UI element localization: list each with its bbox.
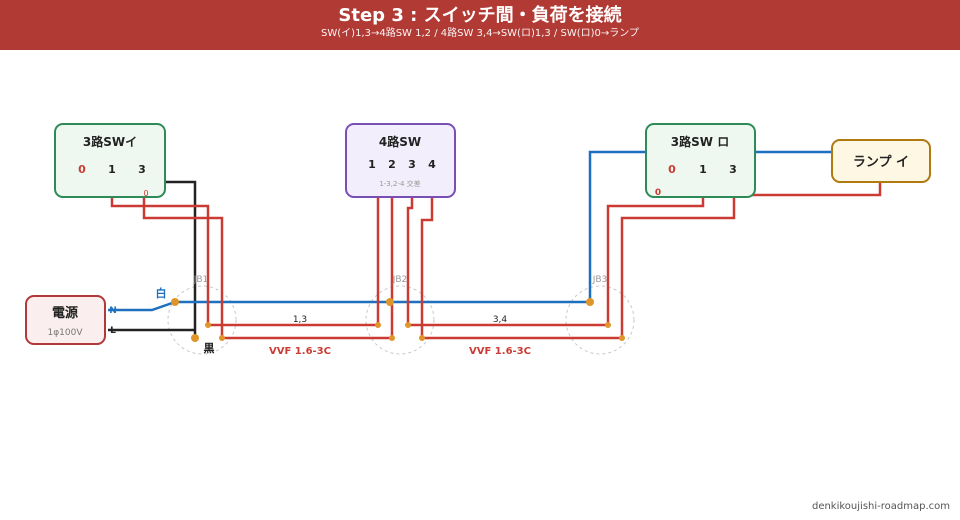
red-wire-sw-ro-3 — [620, 180, 736, 338]
switch-4way-terminal-4: 4 — [428, 158, 436, 171]
white-wire-label: 白 — [156, 286, 167, 300]
switch-4way-box — [345, 123, 456, 198]
node — [219, 335, 225, 341]
power-source: 電源 1φ100V N L — [25, 295, 117, 345]
switch-4way-terminal-3: 3 — [408, 158, 416, 171]
junction-box-outlines — [167, 285, 635, 355]
switch-i-terminal-0: 0 — [78, 163, 86, 176]
pair-34-label: 3,4 — [493, 315, 508, 325]
power-n-label: N — [109, 306, 117, 316]
title-banner: Step 3 : スイッチ間・負荷を接続 SW(イ)1,3→4路SW 1,2 /… — [0, 0, 960, 50]
node — [191, 334, 199, 342]
red-wire-4way-4 — [420, 175, 434, 338]
node — [386, 298, 394, 306]
jb3-label: JB3 — [592, 275, 608, 285]
node — [375, 322, 381, 328]
jb2-outline — [365, 285, 435, 355]
switch-ro-wire-label: 0 — [655, 188, 661, 198]
switch-4way-terminal-2: 2 — [388, 158, 396, 171]
switch-ro-terminal-1: 1 — [699, 163, 707, 176]
power-label: 電源 — [52, 305, 78, 321]
pair-13-label: 1,3 — [293, 315, 307, 325]
power-box — [25, 295, 106, 345]
red-wires — [110, 175, 882, 340]
node — [389, 335, 395, 341]
lamp: ランプ イ — [831, 139, 931, 183]
jb2-label: JB2 — [392, 275, 408, 285]
lamp-label: ランプ イ — [853, 155, 909, 170]
jb1-label: JB1 — [193, 275, 209, 285]
cable-label-2: VVF 1.6-3C — [469, 346, 531, 357]
node — [586, 298, 594, 306]
node — [605, 322, 611, 328]
switch-i-wire-label: 0 — [143, 189, 148, 198]
switch-ro-box — [645, 123, 756, 198]
switch-i-title: 3路SWイ — [83, 134, 137, 149]
node — [405, 322, 411, 328]
jb3-outline — [565, 285, 635, 355]
page-subtitle: SW(イ)1,3→4路SW 1,2 / 4路SW 3,4→SW(ロ)1,3 / … — [321, 28, 639, 39]
connection-nodes — [171, 298, 625, 342]
switch-i: 3路SWイ 0 1 3 0 — [54, 123, 166, 198]
switch-ro: 3路SW ロ 0 1 3 0 — [645, 123, 756, 198]
switch-i-terminal-3: 3 — [138, 163, 146, 176]
node — [619, 335, 625, 341]
switch-ro-title: 3路SW ロ — [671, 134, 729, 149]
diagram-labels: JB1 JB2 JB3 白 黒 1,3 3,4 VVF 1.6-3C VVF 1… — [156, 275, 608, 357]
page-title: Step 3 : スイッチ間・負荷を接続 — [338, 5, 622, 26]
switch-i-box — [54, 123, 166, 198]
lamp-box — [831, 139, 931, 183]
site-watermark: denkikoujishi-roadmap.com — [811, 501, 950, 512]
black-wire-label: 黒 — [204, 342, 215, 355]
switch-4way-terminal-1: 1 — [368, 158, 376, 171]
switch-4way: 4路SW 1 2 3 4 1-3,2-4 交差 — [345, 123, 456, 198]
jb1-outline — [167, 285, 237, 355]
switch-ro-terminal-0: 0 — [668, 163, 676, 176]
blue-wire-power-n — [108, 300, 176, 312]
node — [205, 322, 211, 328]
power-l-label: L — [110, 326, 116, 336]
red-wire-sw-i-3 — [142, 180, 224, 338]
node — [171, 298, 179, 306]
switch-4way-title: 4路SW — [379, 134, 421, 149]
switch-i-terminal-1: 1 — [108, 163, 116, 176]
switch-ro-terminal-3: 3 — [729, 163, 737, 176]
power-spec: 1φ100V — [48, 328, 84, 338]
switch-4way-note: 1-3,2-4 交差 — [379, 179, 420, 188]
cable-label-1: VVF 1.6-3C — [269, 346, 331, 357]
node — [419, 335, 425, 341]
